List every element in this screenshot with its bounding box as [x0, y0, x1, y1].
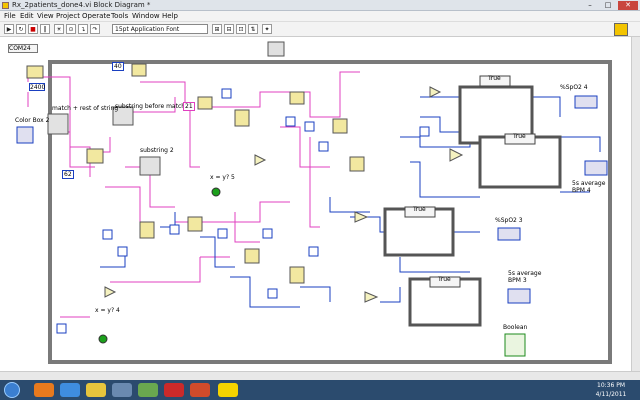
visa-resource-node	[267, 41, 285, 57]
distribute-objects-icon[interactable]: ⊟	[224, 24, 234, 34]
color-box-label: Color Box 2	[15, 117, 50, 124]
labview-vi-icon	[2, 2, 9, 9]
window-title: Rx_2patients_done4.vi Block Diagram *	[12, 1, 151, 9]
bpm3-indicator	[507, 288, 531, 304]
close-button[interactable]: ✕	[618, 1, 638, 10]
case-selector-1	[479, 75, 511, 87]
substring2-label: substring 2	[140, 147, 174, 154]
boolean-control	[504, 333, 526, 357]
toolbar: ▶ ↻ ■ ‖ ☀ ⊙ ↴ ↷ 15pt Application Font ⊞ …	[0, 22, 640, 37]
spo2-4-indicator	[574, 95, 598, 109]
menu-edit[interactable]: Edit	[20, 12, 34, 20]
cleanup-diagram-icon[interactable]: ✦	[262, 24, 272, 34]
ie-icon[interactable]	[60, 383, 80, 397]
highlight-execution-icon[interactable]: ☀	[54, 24, 64, 34]
run-continuous-icon[interactable]: ↻	[16, 24, 26, 34]
spo2-4-label: %SpO2 4	[560, 84, 588, 91]
avg-bpm4-label: 5s average BPM 4	[572, 180, 606, 194]
windows-taskbar: 10:36 PM 4/11/2011	[0, 380, 640, 400]
case-selector-3	[404, 206, 436, 218]
avg-bpm3-label: 5s average BPM 3	[508, 270, 542, 284]
explorer-icon[interactable]	[86, 383, 106, 397]
x-eq-y5-label: x = y? 5	[210, 174, 235, 181]
reorder-icon[interactable]: ⇅	[248, 24, 258, 34]
title-bar: Rx_2patients_done4.vi Block Diagram * – …	[0, 0, 640, 11]
substring-before-label: substring before match	[115, 103, 186, 110]
baud-rate-constant: 2400	[29, 83, 46, 91]
pause-icon[interactable]: ‖	[40, 24, 50, 34]
menu-project[interactable]: Project	[56, 12, 80, 20]
horizontal-scrollbar[interactable]	[0, 371, 640, 380]
taskbar-clock[interactable]: 10:36 PM 4/11/2011	[588, 381, 634, 399]
x-eq-y5-led	[211, 187, 221, 197]
menu-bar: File Edit View Project Operate Tools Win…	[0, 11, 640, 22]
constant-40: 40	[112, 62, 124, 71]
abort-icon[interactable]: ■	[28, 24, 38, 34]
app-icon[interactable]	[138, 383, 158, 397]
menu-view[interactable]: View	[37, 12, 54, 20]
menu-help[interactable]: Help	[162, 12, 178, 20]
true-case-2[interactable]: True	[513, 133, 526, 140]
labview-icon[interactable]	[218, 383, 238, 397]
constant-21: 21	[183, 102, 195, 111]
menu-file[interactable]: File	[4, 12, 16, 20]
resize-objects-icon[interactable]: ⊡	[236, 24, 246, 34]
case-selector-2	[504, 133, 536, 145]
clock-date: 4/11/2011	[595, 391, 627, 398]
media-player-icon[interactable]	[112, 383, 132, 397]
menu-window[interactable]: Window	[132, 12, 160, 20]
run-arrow-icon[interactable]: ▶	[4, 24, 14, 34]
minimize-button[interactable]: –	[588, 1, 592, 9]
case-selector-4	[429, 276, 461, 288]
x-eq-y4-led	[98, 334, 108, 344]
color-box-control	[16, 126, 34, 144]
bpm4-indicator	[584, 160, 608, 176]
align-objects-icon[interactable]: ⊞	[212, 24, 222, 34]
vi-connector-icon[interactable]	[614, 23, 628, 36]
constant-62: 62	[62, 170, 74, 179]
numeric-constants	[56, 88, 430, 334]
compare-nodes	[104, 86, 464, 303]
acrobat-icon[interactable]	[164, 383, 184, 397]
vertical-scrollbar[interactable]	[631, 37, 640, 371]
true-case-1[interactable]: True	[488, 75, 501, 82]
x-eq-y4-label: x = y? 4	[95, 307, 120, 314]
block-diagram[interactable]: COM24 2400 match + rest of string Color …	[0, 37, 640, 371]
boolean-label: Boolean	[503, 324, 528, 331]
powerpoint-icon[interactable]	[190, 383, 210, 397]
clock-time: 10:36 PM	[597, 382, 625, 389]
match-rest-label: match + rest of string	[52, 105, 119, 112]
maximize-button[interactable]: □	[604, 1, 612, 9]
true-case-4[interactable]: True	[438, 276, 451, 283]
menu-operate[interactable]: Operate	[82, 12, 111, 20]
step-into-icon[interactable]: ↴	[78, 24, 88, 34]
com-port-control[interactable]: COM24	[8, 44, 38, 53]
start-button-icon[interactable]	[4, 382, 20, 398]
menu-tools[interactable]: Tools	[111, 12, 129, 20]
true-case-3[interactable]: True	[413, 206, 426, 213]
while-loop-frame	[48, 60, 612, 364]
firefox-icon[interactable]	[34, 383, 54, 397]
retain-wire-values-icon[interactable]: ⊙	[66, 24, 76, 34]
font-selector[interactable]: 15pt Application Font	[112, 24, 208, 34]
spo2-3-label: %SpO2 3	[495, 217, 523, 224]
string-wires	[27, 71, 360, 318]
express-nodes	[47, 106, 161, 176]
function-nodes	[26, 63, 365, 284]
spo2-3-indicator	[497, 227, 521, 241]
step-over-icon[interactable]: ↷	[90, 24, 100, 34]
